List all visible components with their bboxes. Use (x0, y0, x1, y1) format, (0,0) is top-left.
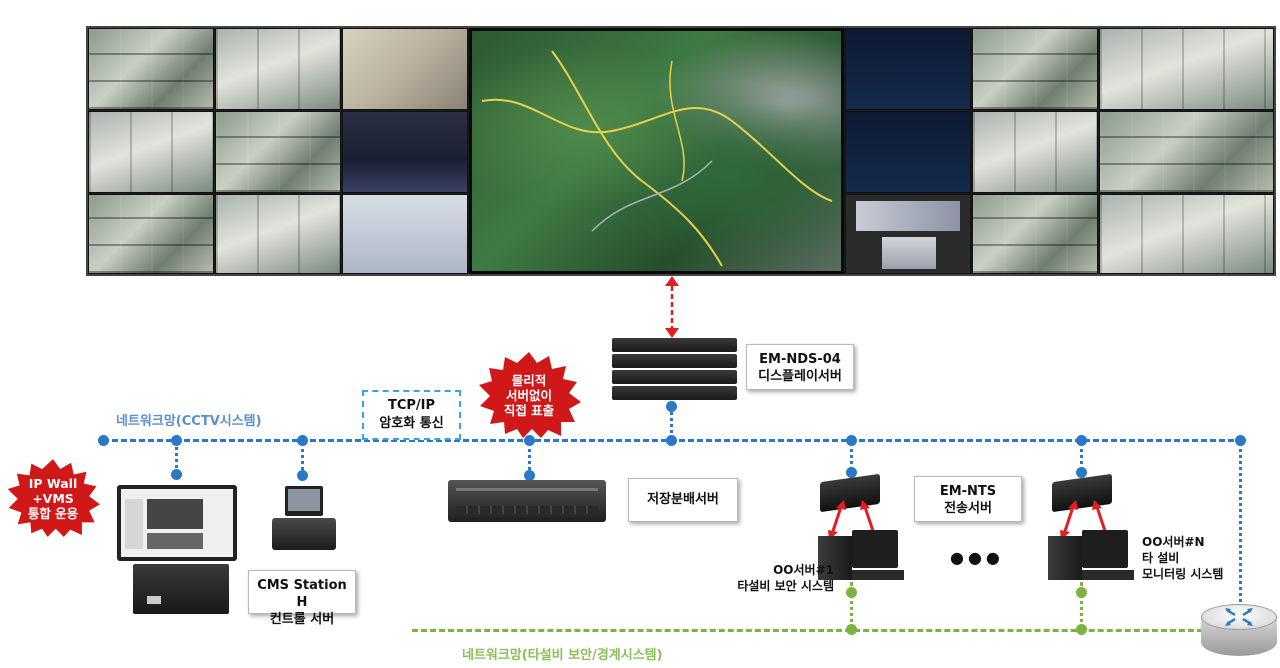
network-node (297, 435, 308, 446)
cms-station-icon (272, 518, 336, 550)
servern-monitor-icon (1082, 530, 1128, 568)
security-network-label: 네트워크망(타설비 보안/경계시스템) (462, 648, 663, 663)
ipwall-line3: 통합 운용 (27, 505, 79, 521)
security-network-line (412, 629, 1212, 632)
physical-line1: 물리적 (511, 372, 547, 388)
display-server-drop (670, 405, 673, 441)
aerial-view-tile (342, 28, 468, 110)
servern-name: OO서버#N (1142, 535, 1205, 549)
ipwall-monitor-icon (117, 485, 237, 561)
display-server-icon (612, 338, 737, 400)
display-link-arrow (665, 276, 679, 338)
network-node (1076, 587, 1087, 598)
network-node (846, 624, 857, 635)
cctv-tile (1099, 28, 1274, 110)
router-icon (1201, 598, 1277, 662)
ipwall-server-box-icon (133, 564, 229, 614)
storage-drop (528, 442, 531, 476)
video-conference-tile (845, 194, 971, 274)
cctv-tile (215, 111, 341, 193)
em-nts-model: EM-NTS (939, 484, 997, 499)
physical-line3: 직접 표출 (503, 402, 555, 418)
cctv-tile (215, 194, 341, 274)
server1-monitor-icon (852, 530, 898, 568)
server1-label: OO서버#1 타설비 보안 시스템 (724, 562, 834, 594)
em-nds-model: EM-NDS-04 (759, 352, 841, 367)
servern-desc1: 타 설비 (1142, 551, 1180, 565)
cctv-tile (972, 28, 1098, 110)
map-trails (481, 50, 833, 267)
cctv-tile (972, 111, 1098, 193)
power-monitoring-tile (845, 111, 971, 193)
network-node (297, 470, 308, 481)
ipwall-drop (175, 442, 178, 474)
network-node (524, 470, 535, 481)
servern-keyboard-icon (1082, 570, 1134, 580)
network-node (846, 435, 857, 446)
servern-desc2: 모니터링 시스템 (1142, 567, 1224, 581)
network-node (666, 435, 677, 446)
direct-display-badge: 물리적 서버없이 직접 표출 (477, 352, 581, 438)
network-node (1076, 467, 1087, 478)
tcpip-desc: 암호화 통신 (379, 416, 444, 431)
cms-monitor-icon (285, 486, 323, 516)
network-node (1076, 435, 1087, 446)
ipwall-vms-badge: IP Wall +VMS 통합 운용 (6, 457, 100, 539)
nts1-drop (850, 442, 853, 470)
server1-green-drop (850, 582, 853, 630)
tcpip-label: TCP/IP 암호화 통신 (362, 390, 461, 440)
servern-green-drop (1080, 582, 1083, 630)
cms-model: CMS Station H (257, 578, 347, 610)
cctv-tile (88, 111, 214, 193)
server1-name: OO서버#1 (773, 563, 834, 577)
network-node (846, 467, 857, 478)
map-view-tile (469, 28, 844, 274)
network-node (171, 435, 182, 446)
network-node (98, 435, 109, 446)
cms-label: CMS Station H 컨트롤 서버 (248, 570, 356, 627)
em-nts-desc: 전송서버 (944, 501, 992, 516)
servern-label: OO서버#N 타 설비 모니터링 시스템 (1142, 534, 1252, 582)
more-servers-ellipsis: ●●● (950, 548, 1004, 567)
ntsn-drop (1080, 442, 1083, 470)
em-nds-label: EM-NDS-04 디스플레이서버 (746, 344, 854, 390)
cctv-tile (88, 28, 214, 110)
cms-drop (301, 442, 304, 476)
video-wall (86, 26, 1276, 276)
tcpip-title: TCP/IP (387, 398, 436, 413)
cctv-tile (88, 194, 214, 274)
cctv-tile (1099, 111, 1274, 193)
cctv-tile (1099, 194, 1274, 274)
news-broadcast-tile (342, 111, 468, 193)
cms-desc: 컨트롤 서버 (269, 612, 335, 627)
storage-server-icon (448, 480, 606, 522)
network-node (1235, 435, 1246, 446)
server1-keyboard-icon (852, 570, 904, 580)
network-node (171, 469, 182, 480)
cctv-tile (972, 194, 1098, 274)
servern-tower-icon (1048, 536, 1082, 580)
dashboard-tile (845, 28, 971, 110)
cctv-tile (215, 28, 341, 110)
ipwall-line2: +VMS (32, 490, 74, 506)
em-nds-desc: 디스플레이서버 (758, 369, 842, 384)
video-conference-tile (342, 194, 468, 274)
cctv-network-label: 네트워크망(CCTV시스템) (116, 414, 262, 429)
network-node (846, 587, 857, 598)
server1-tower-icon (818, 536, 852, 580)
cctv-network-drop (1239, 442, 1242, 610)
network-node (666, 401, 677, 412)
ipwall-line1: IP Wall (28, 475, 78, 491)
em-nts-label: EM-NTS 전송서버 (914, 476, 1022, 522)
storage-label: 저장분배서버 (628, 478, 738, 522)
network-node (1076, 624, 1087, 635)
network-node (524, 435, 535, 446)
physical-line2: 서버없이 (505, 387, 552, 403)
server1-desc: 타설비 보안 시스템 (737, 579, 834, 593)
